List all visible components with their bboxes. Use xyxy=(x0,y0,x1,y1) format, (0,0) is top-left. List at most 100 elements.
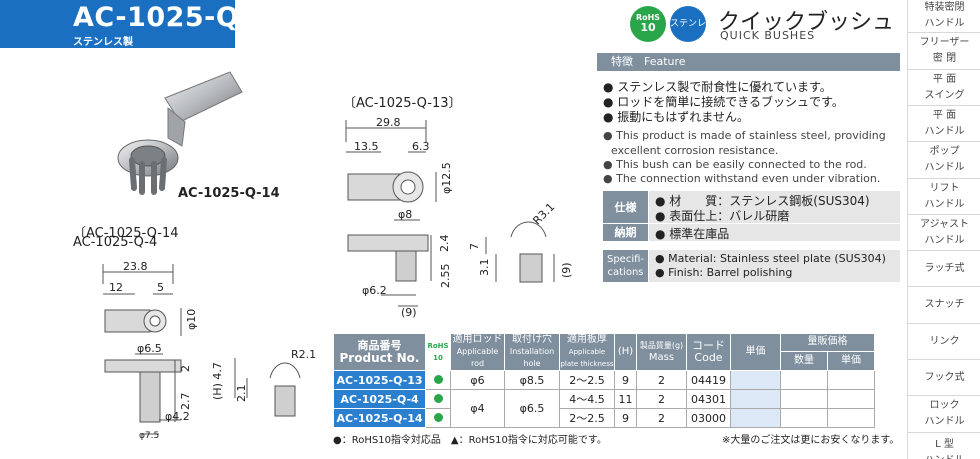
spec-en-material-text: Material: Stainless steel plate (SUS304) xyxy=(668,252,886,265)
q13-dim-2-55: 2.55 xyxy=(439,264,452,289)
sidebar-item-l-handle[interactable]: L 型 ハンドル xyxy=(908,433,980,459)
cell-unit xyxy=(827,389,875,409)
cell-product[interactable]: AC-1025-Q-13 xyxy=(333,370,426,390)
header-banner xyxy=(0,0,235,48)
sidebar-item-snatch[interactable]: スナッチ xyxy=(908,287,980,324)
spec-en-row xyxy=(649,250,900,282)
cell-price xyxy=(730,408,781,428)
spec-en-finish-text: Finish: Barrel polishing xyxy=(668,266,793,279)
q14-dim-2: 2 xyxy=(179,365,192,372)
q14-dim-5: 5 xyxy=(157,281,164,294)
th-rod-jp: 適用ロッド xyxy=(452,334,503,345)
table-row: AC-1025-Q-14 2～2.5 9 2 03000 xyxy=(333,408,875,428)
q13-dim-2-4: 2.4 xyxy=(438,235,451,253)
table-row: AC-1025-Q-13 φ6 φ8.5 2～2.5 9 2 04419 xyxy=(333,370,875,390)
q14-dim-2-7: 2.7 xyxy=(179,393,192,411)
sidebar-item-latch[interactable]: ラッチ式 xyxy=(908,251,980,287)
sidebar-item-hook[interactable]: フック式 xyxy=(908,360,980,396)
rohs-legend: ●：RoHS10指令対応品 ▲：RoHS10指令に対応可能です。 xyxy=(333,435,607,446)
cell-thickness: 2～2.5 xyxy=(559,370,615,390)
cell-unit xyxy=(827,408,875,428)
cell-code: 04419 xyxy=(686,370,731,390)
cell-rohs xyxy=(425,370,451,390)
delivery-value-text: 標準在庫品 xyxy=(669,227,730,241)
cell-qty xyxy=(780,408,828,428)
q13-dim-6-3: 6.3 xyxy=(412,140,430,153)
feature-en-3-text: The connection withstand even under vibr… xyxy=(616,172,881,185)
cell-price xyxy=(730,389,781,409)
q13-dim-13-5: 13.5 xyxy=(354,140,379,153)
feature-en-1: ● This product is made of stainless stee… xyxy=(603,129,886,142)
feature-jp-2: ● ロッドを簡単に接続できるブッシュです。 xyxy=(603,95,844,109)
spec-finish: ● 表面仕上：バレル研磨 xyxy=(655,209,790,223)
stainless-badge: ステンレス xyxy=(670,6,715,42)
q14-drawing: 23.8 12 5 φ10 φ6.5 2 2.7 φ4.2 φ7.5 R2.1 … xyxy=(102,260,316,441)
sidebar-item-flat-handle[interactable]: 平 面 ハンドル xyxy=(908,106,980,142)
th-rohs-num: 10 xyxy=(433,354,443,362)
sidebar-item-freezer[interactable]: フリーザー 密 閉 xyxy=(908,33,980,70)
rohs-dot xyxy=(433,412,443,422)
sidebar-item-lock-handle[interactable]: ロック ハンドル xyxy=(908,396,980,433)
q14-dim-r2-1: R2.1 xyxy=(291,348,316,361)
th-thickness-en: Applicable plate thickness xyxy=(560,348,614,368)
q14-dim-phi10: φ10 xyxy=(185,309,198,330)
feature-en-1b: excellent corrosion resistance. xyxy=(611,144,779,157)
spec-row xyxy=(649,191,900,223)
q14-dim-phi6-5: φ6.5 xyxy=(137,342,162,355)
th-rod-en: Applicable rod xyxy=(456,347,499,368)
sidebar-item-link[interactable]: リンク xyxy=(908,324,980,360)
q14-drawing-title: 〔AC-1025-Q-14 xyxy=(73,226,179,241)
th-thickness-jp: 適用板厚 xyxy=(567,334,607,345)
q14-dim-12: 12 xyxy=(109,281,123,294)
spec-en-label: Specifi- cations xyxy=(603,250,648,282)
cell-product[interactable]: AC-1025-Q-14 xyxy=(333,408,426,428)
feature-jp-3-text: 振動にもはずれません。 xyxy=(617,110,749,124)
cell-rohs xyxy=(425,389,451,409)
cell-hole: φ8.5 xyxy=(504,370,560,390)
th-qty: 数量 xyxy=(780,350,828,372)
q13-dim-7: 7 xyxy=(468,243,481,250)
sidebar-item-tokusou[interactable]: 特装密閉 ハンドル xyxy=(908,0,980,33)
th-product-jp: 商品番号 xyxy=(357,339,402,352)
cell-product[interactable]: AC-1025-Q-4 xyxy=(333,389,426,409)
q13-drawing-title: 〔AC-1025-Q-13〕 xyxy=(343,96,462,111)
q13-dim-phi6-2: φ6.2 xyxy=(362,284,387,297)
q13-dim-9: (9) xyxy=(401,306,417,319)
cell-hole: φ6.5 xyxy=(504,389,560,428)
rohs-dot xyxy=(433,374,443,384)
q14-dim-phi4-2: φ4.2 xyxy=(165,410,190,423)
feature-bar-jp: 特徴 xyxy=(611,55,633,68)
feature-en-3: ● The connection withstand even under vi… xyxy=(603,172,881,185)
feature-bar: 特徴 Feature xyxy=(597,53,900,71)
spec-label: 仕様 xyxy=(603,191,648,223)
q14-dim-23-8: 23.8 xyxy=(123,260,148,273)
th-mass: 製品質量(g)Mass xyxy=(636,333,687,371)
sidebar-item-flat-swing[interactable]: 平 面 スイング xyxy=(908,70,980,106)
sidebar-item-adjust-handle[interactable]: アジャスト ハンドル xyxy=(908,215,980,251)
cell-code: 03000 xyxy=(686,408,731,428)
th-rod: 適用ロッド Applicable rod xyxy=(450,333,505,371)
q13-dim-29-8: 29.8 xyxy=(376,116,401,129)
table-row: AC-1025-Q-4 φ4 φ6.5 4～4.5 11 2 04301 xyxy=(333,389,875,428)
feature-jp-1: ● ステンレス製で耐食性に優れています。 xyxy=(603,80,832,94)
product-name-en: QUICK BUSHES xyxy=(720,29,816,42)
feature-jp-1-text: ステンレス製で耐食性に優れています。 xyxy=(617,80,832,94)
sidebar-item-pop-handle[interactable]: ポップ ハンドル xyxy=(908,142,980,179)
category-sidebar: 特装密閉 ハンドル フリーザー 密 閉 平 面 スイング 平 面 ハンドル ポッ… xyxy=(907,0,980,459)
q13-dim-phi12-5: φ12.5 xyxy=(440,162,453,194)
q13-dim-9-side: (9) xyxy=(560,262,573,278)
th-code-en: Code xyxy=(694,351,723,364)
q13-dim-phi8: φ8 xyxy=(398,208,412,221)
page-title: AC-1025-Q xyxy=(73,2,240,33)
rohs-badge-label: RoHS xyxy=(635,13,661,22)
spec-en-finish: ● Finish: Barrel polishing xyxy=(655,266,793,279)
feature-en-2: ● This bush can be easily connected to t… xyxy=(603,158,867,171)
cell-h: 9 xyxy=(614,370,637,390)
sidebar-item-lift-handle[interactable]: リフト ハンドル xyxy=(908,179,980,215)
th-volume-price: 量販価格 xyxy=(780,333,875,352)
feature-en-1-text: This product is made of stainless steel,… xyxy=(616,129,886,142)
cell-mass: 2 xyxy=(636,408,687,428)
